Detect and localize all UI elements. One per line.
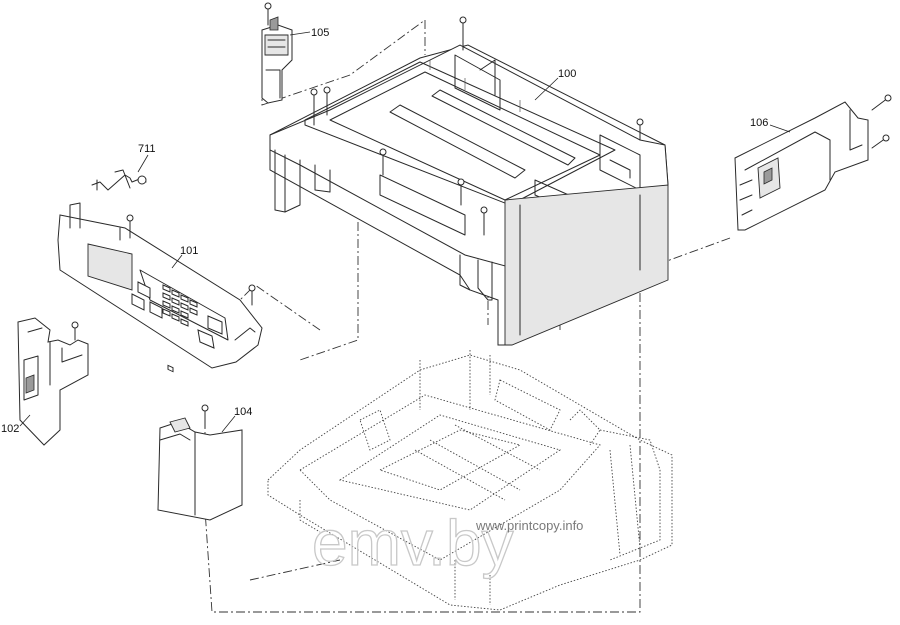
screw-icon [126, 214, 134, 239]
part-711-wire [91, 169, 147, 191]
callout-100: 100 [558, 68, 576, 80]
screw-icon [871, 94, 892, 111]
watermark-site: www.printcopy.info [475, 518, 583, 533]
screw-icon [323, 86, 331, 116]
screw-icon [457, 178, 465, 206]
keypad-icon [162, 284, 198, 373]
callout-106: 106 [750, 117, 768, 129]
part-100-upper-housing [269, 16, 669, 346]
callout-101: 101 [180, 245, 198, 257]
callouts: 105 100 106 711 101 102 104 [1, 27, 791, 435]
screw-icon [636, 118, 644, 141]
callout-102: 102 [1, 423, 19, 435]
watermark: emv.by www.printcopy.info [311, 506, 583, 579]
screw-icon [264, 2, 272, 26]
screw-icon [480, 206, 488, 236]
screw-icon [310, 88, 318, 126]
lower-chassis-phantom [267, 350, 673, 611]
screw-icon [459, 16, 467, 51]
screw-icon [248, 284, 256, 306]
callout-104: 104 [234, 406, 252, 418]
part-101-control-panel [57, 202, 263, 373]
screw-icon [71, 321, 79, 341]
callout-711: 711 [138, 143, 156, 155]
part-105-bracket [261, 2, 293, 104]
part-106-rear-cover [734, 94, 892, 231]
screw-icon [379, 148, 387, 176]
watermark-logo: emv.by [312, 507, 514, 579]
callout-105: 105 [311, 27, 329, 39]
part-102-side-cover [17, 317, 89, 446]
screw-icon [871, 134, 890, 149]
part-104-front-cover [157, 404, 243, 521]
screw-icon [201, 404, 209, 429]
